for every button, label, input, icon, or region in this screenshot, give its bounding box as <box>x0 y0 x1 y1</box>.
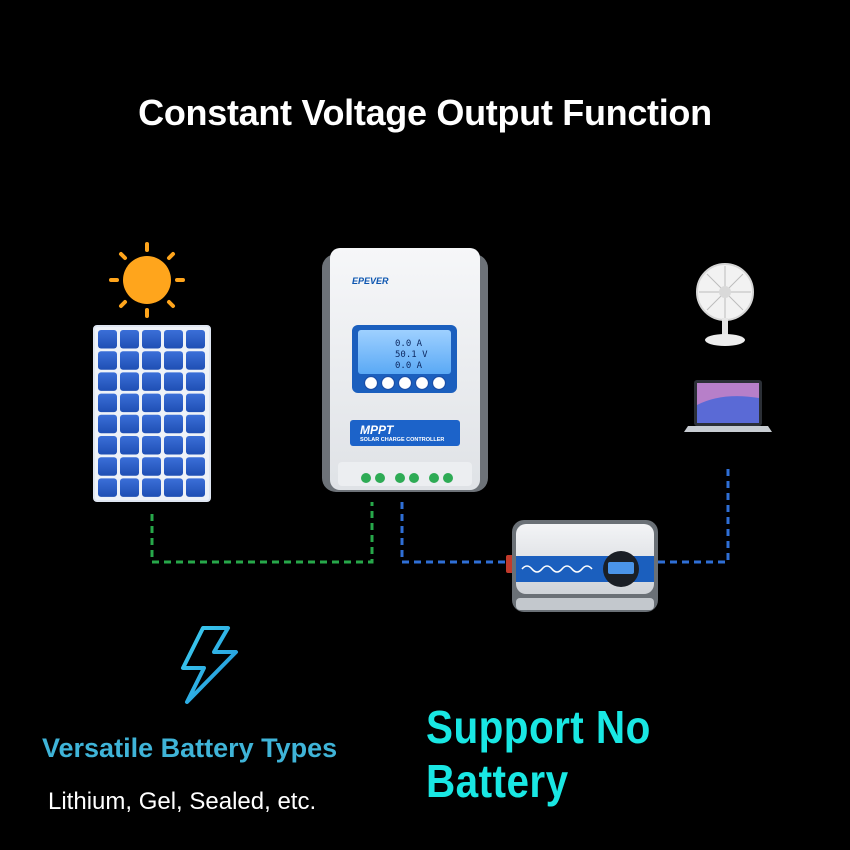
terminal-screw <box>375 473 385 483</box>
terminal-screw <box>395 473 405 483</box>
pv-wire <box>150 502 374 564</box>
charge-controller <box>322 248 488 492</box>
brand-logo: EPEVER <box>352 276 389 286</box>
controller-button <box>414 375 430 391</box>
lcd-reading-2: 50.1 V <box>395 350 428 360</box>
controller-button <box>397 375 413 391</box>
load-wire <box>658 466 730 564</box>
lcd-reading-3: 0.0 A <box>395 361 423 371</box>
controller-model-label: MPPT <box>360 423 394 437</box>
fan-icon <box>696 263 754 346</box>
battery-types-list: Lithium, Gel, Sealed, etc. <box>48 788 317 815</box>
terminal-screw <box>429 473 439 483</box>
lightning-bolt-icon <box>181 626 238 704</box>
lcd-screen <box>358 330 451 374</box>
sun-icon <box>109 242 185 318</box>
terminal-screw <box>409 473 419 483</box>
lcd-reading-1: 0.0 A <box>395 339 423 349</box>
controller-button <box>380 375 396 391</box>
laptop-icon <box>684 380 772 432</box>
headline-support-no-battery: Support No Battery <box>426 701 651 807</box>
controller-button <box>431 375 447 391</box>
terminal-screw <box>361 473 371 483</box>
page-title: Constant Voltage Output Function <box>138 92 712 133</box>
solar-panel-icon <box>93 325 211 502</box>
output-wire <box>400 502 508 564</box>
controller-subtitle: SOLAR CHARGE CONTROLLER <box>360 437 445 443</box>
battery-types-heading: Versatile Battery Types <box>42 733 338 763</box>
controller-button <box>363 375 379 391</box>
inverter-unit <box>506 520 658 612</box>
terminal-screw <box>443 473 453 483</box>
